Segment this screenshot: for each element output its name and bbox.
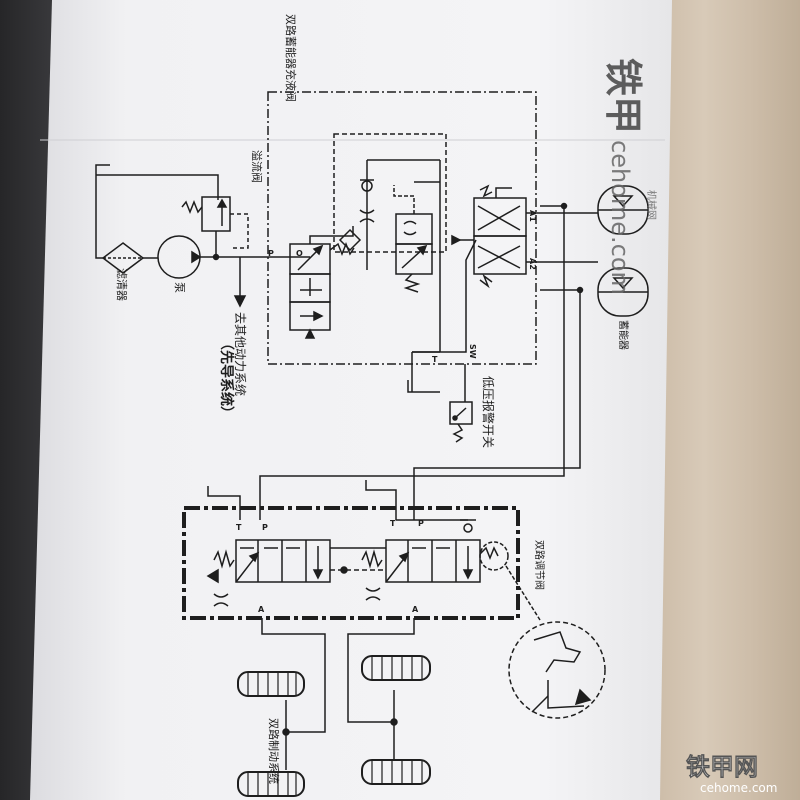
- filter-symbol: [101, 242, 145, 274]
- brake-port-p2-label: P: [418, 519, 424, 528]
- watermark-brand-latin: cehome.com: [606, 140, 634, 295]
- brake-pedal-detail-circle: [508, 621, 606, 719]
- brake-port-t1-label: T: [236, 523, 242, 532]
- wheel-front-right: [361, 655, 431, 681]
- port-a1-label: A1: [528, 210, 537, 222]
- port-sw-label: SW: [468, 344, 477, 359]
- brake-valve-enclosure: [182, 506, 520, 620]
- brake-system-label: 双路制动系统: [267, 718, 280, 784]
- brake-wheels: [237, 655, 431, 797]
- watermark-brand-cn: 铁甲: [601, 58, 645, 134]
- low-pressure-switch-symbol: [449, 401, 473, 425]
- brake-port-a1-label: A: [258, 605, 265, 614]
- charging-valve-enclosure: [267, 91, 537, 365]
- charging-valve-label: 双路蓄能器充液阀: [284, 14, 298, 102]
- port-p-label: P: [268, 249, 274, 258]
- watermark-brand-suffix: 机械网: [645, 190, 658, 220]
- paper-sheet: [30, 0, 672, 800]
- watermark-top: 铁甲 cehome.com 机械网: [601, 58, 658, 295]
- watermark-corner: 铁甲网 cehome.com: [686, 753, 778, 795]
- watermark-corner-latin: cehome.com: [700, 781, 777, 795]
- brake-port-t2-label: T: [390, 519, 396, 528]
- filter-label: 滤清器: [115, 268, 128, 301]
- pump-label: 泵: [173, 282, 186, 293]
- port-a2-label: A2: [528, 258, 537, 270]
- wheel-rear-left: [237, 771, 305, 797]
- other-system-label: 去其他动力系统: [233, 312, 247, 396]
- brake-valve-circuit: [182, 480, 606, 770]
- wheel-front-left: [237, 671, 305, 697]
- brake-valve-label: 双路调节阀: [533, 540, 546, 590]
- watermark-corner-cn: 铁甲网: [686, 753, 758, 781]
- low-pressure-switch-label: 低压报警开关: [481, 376, 496, 448]
- check-filter-symbol: [338, 228, 362, 252]
- brake-port-p1-label: P: [262, 523, 268, 532]
- pilot-system-label: （先导系统）: [218, 336, 235, 420]
- relief-valve-label: 溢流阀: [250, 150, 264, 183]
- port-o-label: O: [296, 249, 303, 258]
- wheel-rear-right: [361, 759, 431, 785]
- accumulator-label: 蓄能器: [617, 320, 630, 350]
- charging-circuit: [95, 91, 649, 520]
- port-t-label: T: [432, 355, 438, 364]
- brake-port-a2-label: A: [412, 605, 419, 614]
